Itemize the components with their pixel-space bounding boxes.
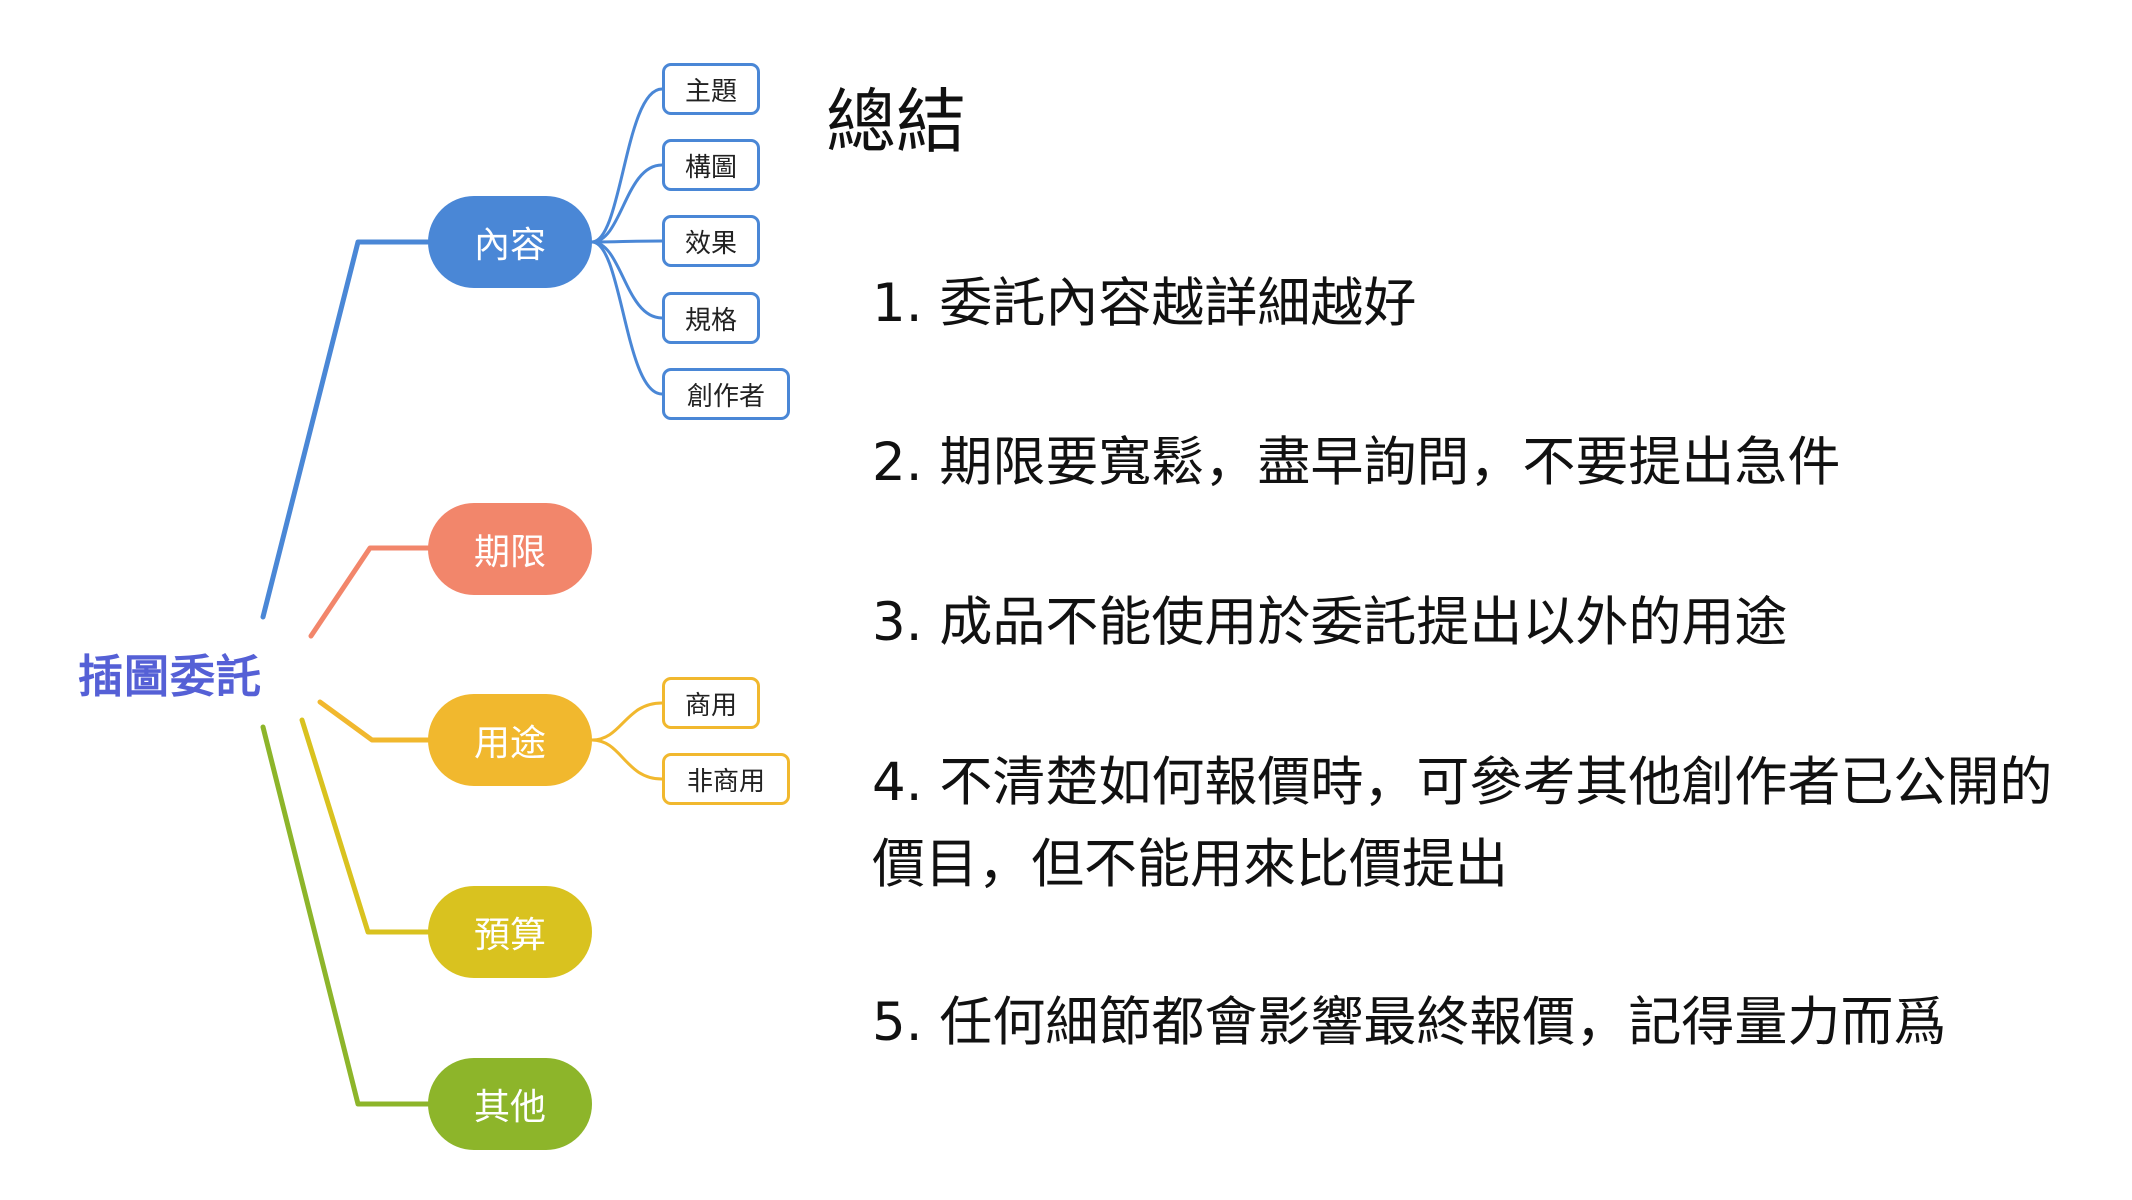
connector-root-usage	[317, 699, 431, 743]
connector-root-content	[260, 239, 431, 620]
branch-budget: 預算	[428, 886, 592, 978]
branch-content: 內容	[428, 196, 592, 288]
connector-root-other	[260, 724, 431, 1107]
connector-root-deadline	[308, 545, 431, 639]
leaf-commercial: 商用	[662, 677, 760, 729]
leaf-theme: 主題	[662, 63, 760, 115]
connector-content-leaf-5	[590, 240, 664, 396]
summary-item-1: 1. 委託內容越詳細越好	[872, 273, 1417, 334]
branch-deadline: 期限	[428, 503, 592, 595]
branch-usage: 用途	[428, 694, 592, 786]
branch-other: 其他	[428, 1058, 592, 1150]
summary-item-4: 4. 不清楚如何報價時，可參考其他創作者已公開的價目，但不能用來比價提出	[872, 752, 2053, 895]
connector-root-budget	[299, 717, 431, 935]
summary-item-3: 3. 成品不能使用於委託提出以外的用途	[872, 592, 1788, 653]
summary-item-2: 2. 期限要寬鬆，盡早詢問，不要提出急件	[872, 432, 1841, 493]
connector-content-leaf-1	[590, 87, 664, 244]
leaf-composition: 構圖	[662, 139, 760, 191]
summary-item-5: 5. 任何細節都會影響最終報價，記得量力而爲	[872, 992, 1947, 1053]
connector-content-leaf-2	[590, 163, 664, 244]
connector-usage-leaf-1	[590, 701, 664, 742]
summary-title: 總結	[826, 81, 966, 163]
leaf-noncommercial: 非商用	[662, 753, 790, 805]
connector-content-leaf-4	[590, 240, 664, 320]
connector-usage-leaf-2	[590, 738, 664, 781]
leaf-effect: 效果	[662, 215, 760, 267]
leaf-spec: 規格	[662, 292, 760, 344]
leaf-creator: 創作者	[662, 368, 790, 420]
connector-content-leaf-3	[590, 239, 664, 244]
mindmap-root: 插圖委託	[77, 650, 262, 703]
